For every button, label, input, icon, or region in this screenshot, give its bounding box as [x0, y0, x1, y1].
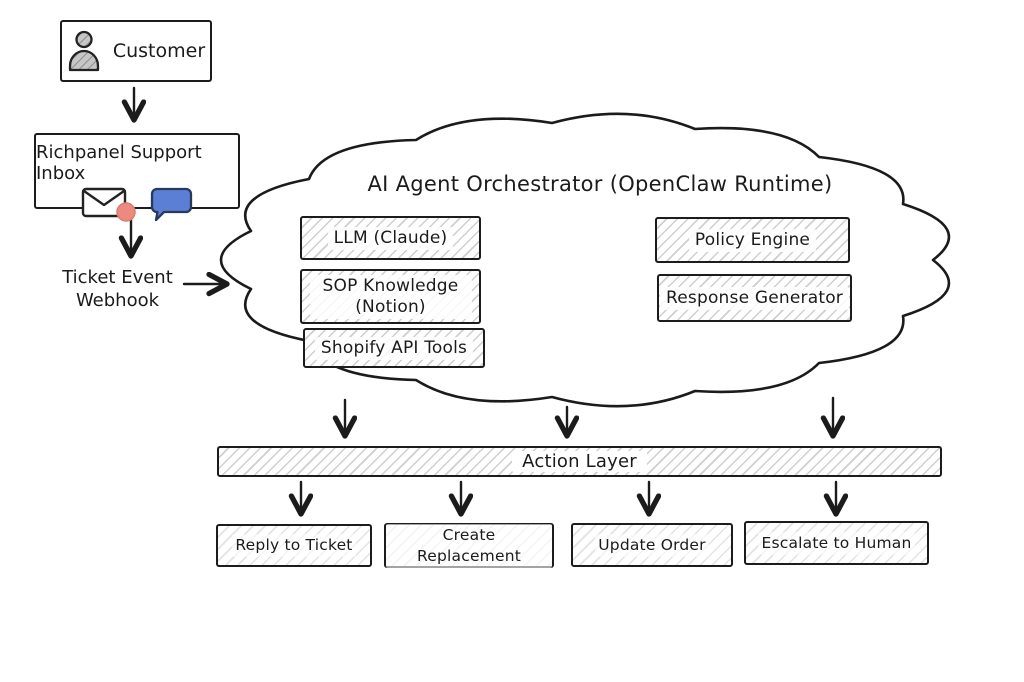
- webhook-label-line2: Webhook: [75, 290, 160, 311]
- node-sop-knowledge: SOP Knowledge (Notion): [300, 269, 481, 324]
- action-create-replacement: Create Replacement: [384, 523, 554, 568]
- customer-node: Customer: [60, 20, 212, 82]
- cloud-title: AI Agent Orchestrator (OpenClaw Runtime): [367, 172, 833, 196]
- envelope-icon: [81, 187, 136, 222]
- action-reply-to-ticket-label: Reply to Ticket: [232, 534, 356, 557]
- action-create-replacement-label: Create Replacement: [386, 523, 552, 568]
- action-layer-bar: Action Layer: [217, 446, 942, 477]
- action-escalate-to-human-label: Escalate to Human: [758, 531, 915, 555]
- node-sop-knowledge-label: SOP Knowledge (Notion): [309, 274, 472, 319]
- node-policy-engine-label: Policy Engine: [688, 228, 817, 252]
- action-layer-label: Action Layer: [512, 451, 647, 472]
- chat-bubble-icon: [150, 187, 193, 222]
- notification-dot: [116, 202, 136, 222]
- customer-label: Customer: [112, 40, 206, 62]
- node-policy-engine: Policy Engine: [655, 217, 850, 263]
- node-shopify-api-label: Shopify API Tools: [314, 336, 474, 360]
- inbox-icon-row: [80, 186, 194, 222]
- action-reply-to-ticket: Reply to Ticket: [216, 524, 372, 567]
- person-icon: [68, 30, 99, 72]
- action-update-order: Update Order: [571, 523, 733, 567]
- support-inbox-node: Richpanel Support Inbox: [34, 133, 240, 222]
- webhook-label-line1: Ticket Event: [62, 267, 173, 288]
- support-inbox-label: Richpanel Support Inbox: [36, 142, 202, 184]
- node-response-generator-label: Response Generator: [660, 286, 849, 310]
- node-shopify-api: Shopify API Tools: [303, 328, 485, 368]
- node-response-generator: Response Generator: [657, 274, 852, 322]
- action-escalate-to-human: Escalate to Human: [744, 521, 929, 565]
- node-llm-label: LLM (Claude): [327, 226, 454, 250]
- node-llm: LLM (Claude): [300, 216, 481, 260]
- webhook-label: Ticket Event Webhook: [30, 266, 205, 312]
- action-update-order-label: Update Order: [595, 533, 709, 557]
